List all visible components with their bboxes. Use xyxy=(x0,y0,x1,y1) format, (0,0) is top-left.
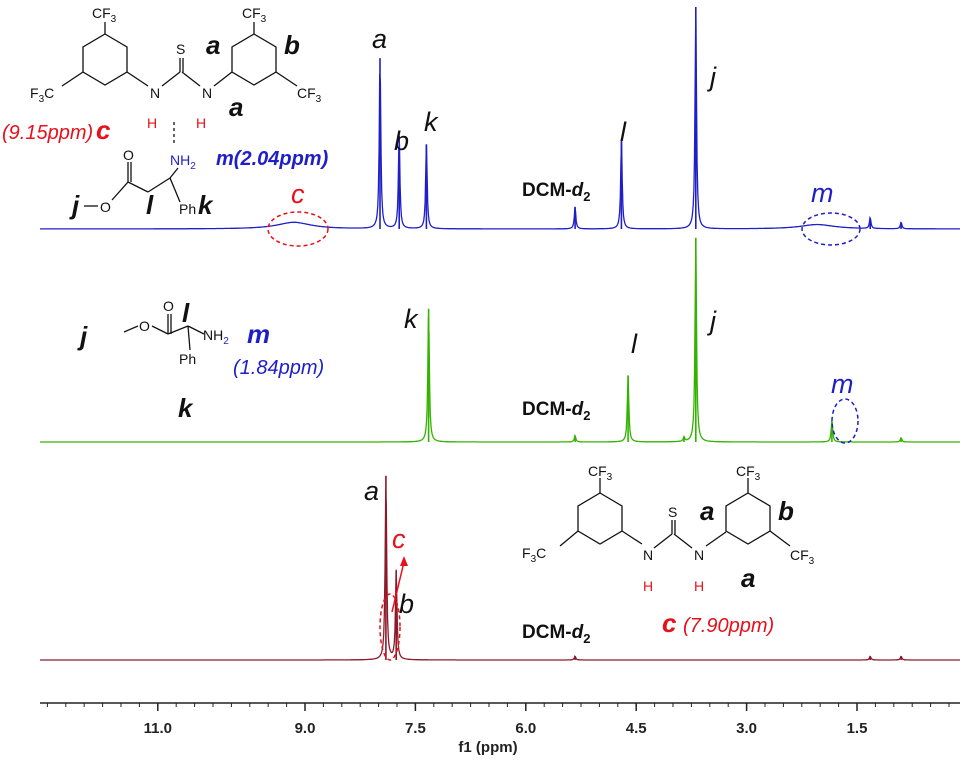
amine-o-carbonyl: O xyxy=(163,298,174,314)
complex-nh2: NH2 xyxy=(170,152,196,172)
solvent-label-bottom: DCM-d2 xyxy=(522,622,590,646)
bottom-spectrum-labels: a c b DCM-d2 xyxy=(364,476,590,661)
thiourea-s: S xyxy=(668,504,677,520)
complex-left-ring xyxy=(82,33,128,86)
thiourea-right-ring xyxy=(725,492,771,545)
amine-letter-j: j xyxy=(77,321,88,351)
complex-letter-l: l xyxy=(146,190,154,220)
x-tick-label-6: 3.0 xyxy=(736,720,757,737)
circle-m-top xyxy=(801,212,861,246)
spectrum-trace-2 xyxy=(40,238,960,443)
peak-label-m-top: m xyxy=(811,178,834,208)
amine-o-ester: O xyxy=(139,318,150,334)
peak-label-m-mid: m xyxy=(831,369,854,399)
x-axis-title: f1 (ppm) xyxy=(458,739,517,756)
x-tick-label-1: 11.0 xyxy=(144,720,172,737)
amine-ph: Ph xyxy=(179,351,196,367)
thiourea-letter-a-top: a xyxy=(700,496,714,526)
arrow-c-bottom xyxy=(391,561,405,613)
top-spectrum-labels: a b k l j c m DCM-d2 xyxy=(267,24,861,247)
thiourea-letter-a-bottom: a xyxy=(741,563,755,593)
peak-label-b-bottom: b xyxy=(399,589,414,619)
peak-label-j-mid: j xyxy=(706,306,717,336)
peak-label-j-top: j xyxy=(706,62,717,92)
x-tick-label-4: 6.0 xyxy=(515,720,536,737)
thiourea-h-left: H xyxy=(643,578,653,594)
solvent-label-top: DCM-d2 xyxy=(522,180,590,204)
peak-label-k-top: k xyxy=(424,107,439,137)
complex-cf3-top-right: CF3 xyxy=(242,5,267,25)
complex-cf3-right: CF3 xyxy=(297,85,322,105)
x-tick-label-2: 9.0 xyxy=(295,720,316,737)
x-tick-label-5: 4.5 xyxy=(626,720,647,737)
spectra-traces xyxy=(40,7,960,661)
thiourea-cf3-left: CF3 xyxy=(588,463,613,483)
peak-label-c-bottom: c xyxy=(392,524,406,554)
structure-amine xyxy=(123,314,205,351)
complex-shift-m: m(2.04ppm) xyxy=(216,148,329,170)
structure-amine-text: j O O l NH2 m (1.84ppm) Ph k xyxy=(77,298,324,423)
structure-complex xyxy=(61,22,298,203)
thiourea-f3c-left: F3C xyxy=(522,545,546,565)
spectrum-trace-3 xyxy=(40,490,960,661)
structure-thiourea-text: CF3 F3C CF3 CF3 S N N H H a b a c (7.90p… xyxy=(522,463,815,638)
complex-letter-a-bottom: a xyxy=(229,92,243,122)
complex-letter-j: j xyxy=(69,190,80,220)
complex-shift-c: (9.15ppm) xyxy=(2,122,93,144)
x-tick-label-3: 7.5 xyxy=(405,720,426,737)
circle-c-top xyxy=(267,211,329,247)
complex-right-ring xyxy=(231,33,277,86)
complex-cf3-left: CF3 xyxy=(92,5,117,25)
thiourea-h-right: H xyxy=(694,578,704,594)
complex-ph: Ph xyxy=(179,201,196,217)
peak-label-l-top: l xyxy=(620,117,627,147)
amine-letter-k: k xyxy=(178,393,194,423)
peak-label-a-top: a xyxy=(372,24,387,54)
peak-label-l-mid: l xyxy=(631,329,638,359)
thiourea-cf3-right: CF3 xyxy=(790,547,815,567)
x-axis: 11.0 9.0 7.5 6.0 4.5 3.0 1.5 f1 (ppm) xyxy=(40,702,960,756)
complex-h-right: H xyxy=(196,115,206,131)
thiourea-left-ring xyxy=(577,492,623,545)
thiourea-n-left: N xyxy=(643,547,653,563)
circle-m-mid xyxy=(831,398,859,444)
peak-label-a-bottom: a xyxy=(364,476,379,506)
amine-letter-m: m xyxy=(247,319,270,349)
amine-shift-m: (1.84ppm) xyxy=(233,357,324,379)
thiourea-cf3-top-right: CF3 xyxy=(736,463,761,483)
complex-o-carbonyl: O xyxy=(123,147,134,163)
thiourea-letter-b: b xyxy=(778,496,794,526)
arrow-head-c-bottom xyxy=(400,556,408,566)
complex-n-left: N xyxy=(150,85,160,101)
complex-s: S xyxy=(176,41,185,57)
complex-letter-b: b xyxy=(284,30,300,60)
complex-letter-k: k xyxy=(198,190,214,220)
thiourea-n-right: N xyxy=(694,547,704,563)
complex-n-right: N xyxy=(202,85,212,101)
circle-c-bottom xyxy=(379,593,401,661)
x-ticks: 11.0 9.0 7.5 6.0 4.5 3.0 1.5 xyxy=(46,703,950,737)
complex-letter-a-top: a xyxy=(206,30,220,60)
peak-label-b-top: b xyxy=(394,126,409,156)
complex-letter-c: c xyxy=(96,115,111,145)
solvent-label-mid: DCM-d2 xyxy=(522,399,590,423)
structure-complex-text: CF3 F3C CF3 CF3 S N N H H a b a (9.15ppm… xyxy=(2,5,329,220)
structure-thiourea xyxy=(559,478,791,549)
complex-f3c-left: F3C xyxy=(30,85,54,105)
thiourea-shift-c: (7.90ppm) xyxy=(683,615,774,637)
complex-h-left: H xyxy=(147,115,157,131)
peak-label-c-top: c xyxy=(291,179,305,209)
middle-spectrum-labels: k l j m DCM-d2 xyxy=(404,304,859,444)
peak-label-k-mid: k xyxy=(404,304,419,334)
amine-nh2: NH2 xyxy=(203,327,229,347)
amine-letter-l: l xyxy=(182,298,190,328)
spectrum-trace-1 xyxy=(40,7,960,230)
thiourea-letter-c: c xyxy=(662,608,677,638)
x-tick-label-7: 1.5 xyxy=(847,720,868,737)
complex-o-ester: O xyxy=(100,199,111,215)
